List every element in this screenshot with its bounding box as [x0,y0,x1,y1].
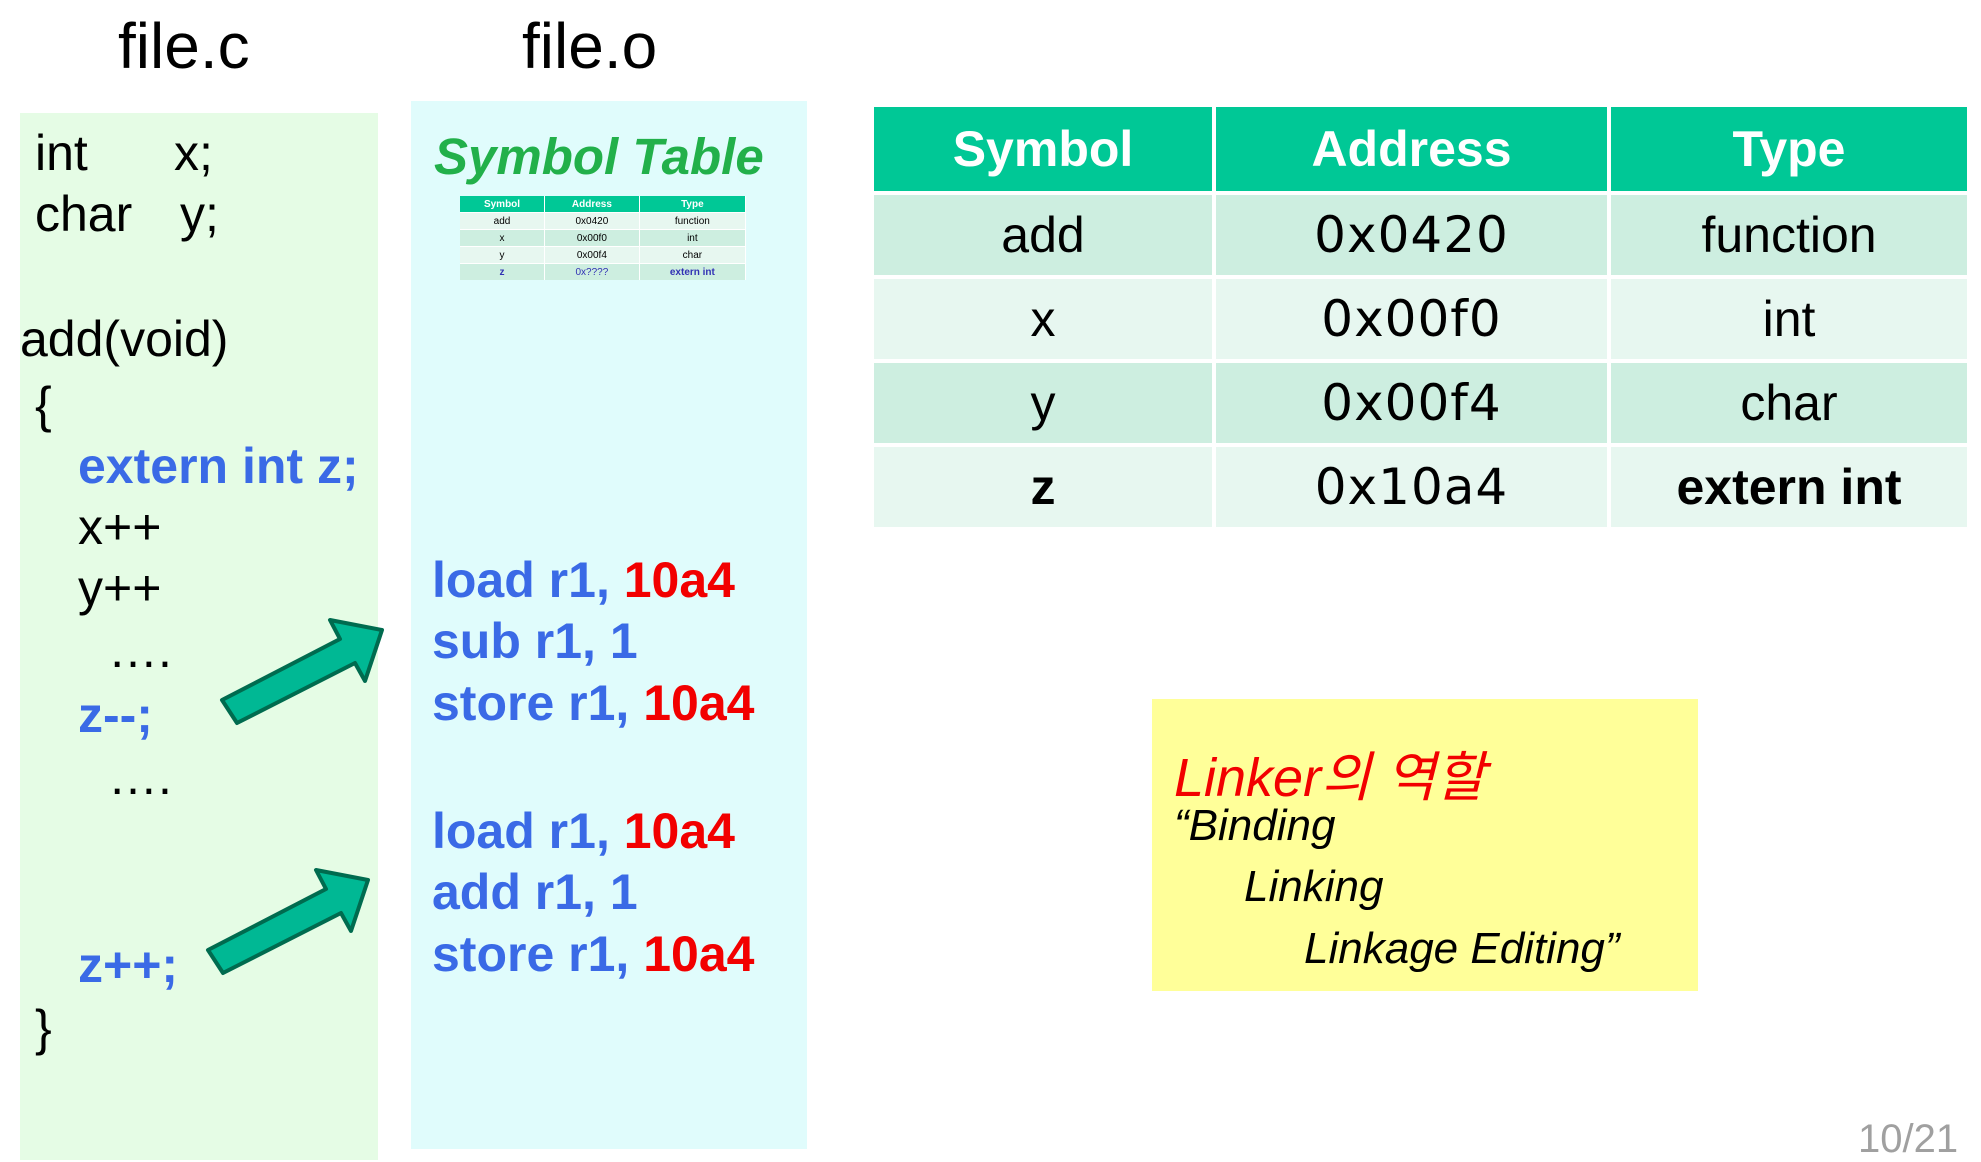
symbol-table: Symbol Address Type add 0x0420 function … [874,107,1967,527]
asm-address: 10a4 [623,803,735,859]
linker-role-note: Linker의 역할 “Binding Linking Linkage Edit… [1152,699,1698,991]
mini-cell: 0x00f0 [544,229,640,247]
mini-symbol-table: Symbol Address Type add 0x0420 function … [460,196,747,280]
asm-op: load r1, [432,552,624,608]
asm-line: load r1, 10a4 [432,806,735,856]
mini-header-symbol: Symbol [460,196,546,213]
table-row: add 0x0420 function [874,191,1967,277]
cell-type: function [1609,191,1967,277]
cell-type: char [1609,359,1967,445]
mini-cell: z [460,263,546,280]
file-c-title: file.c [118,10,250,82]
code-extern-decl: extern int z; [78,438,359,494]
mini-cell: int [639,229,747,247]
code-close-brace: } [35,1000,52,1056]
header-symbol: Symbol [874,107,1216,193]
note-line-linking: Linking [1244,862,1384,911]
code-decl-char: char [35,186,133,242]
code-z-increment: z++; [78,937,179,993]
mini-header-type: Type [639,196,747,213]
cell-address: 0x0420 [1214,191,1611,277]
mini-cell: extern int [639,263,747,280]
asm-op: store r1, [432,675,644,731]
asm-op: sub r1, 1 [432,613,638,669]
header-address: Address [1214,107,1611,193]
mini-cell: y [460,246,546,264]
asm-line: load r1, 10a4 [432,555,735,605]
code-ellipsis-2: …. [108,749,172,805]
asm-address: 10a4 [643,675,755,731]
cell-address: 0x00f0 [1214,275,1611,361]
mini-cell: x [460,229,546,247]
asm-address: 10a4 [623,552,735,608]
asm-line: store r1, 10a4 [432,929,754,979]
mini-table-row: z 0x???? extern int [460,263,747,280]
mini-cell: add [460,212,546,230]
page-number: 10/21 [1858,1117,1959,1161]
note-line-binding: “Binding [1174,801,1336,850]
file-c-panel [20,113,378,1160]
header-type: Type [1609,107,1967,193]
asm-address: 10a4 [643,926,755,982]
code-decl-y: y; [180,186,219,242]
mini-table-row: y 0x00f4 char [460,246,747,264]
table-row: y 0x00f4 char [874,359,1967,445]
cell-type: int [1609,275,1967,361]
mini-cell: char [639,246,747,264]
note-title: Linker의 역할 [1174,748,1486,808]
mini-header-address: Address [544,196,640,213]
mini-table-row: x 0x00f0 int [460,229,747,247]
cell-symbol: y [874,359,1216,445]
note-line-linkage-editing: Linkage Editing” [1304,924,1620,973]
asm-line: store r1, 10a4 [432,678,754,728]
code-y-increment: y++ [78,560,162,616]
code-z-decrement: z--; [78,687,153,743]
asm-line: sub r1, 1 [432,616,638,666]
cell-address: 0x00f4 [1214,359,1611,445]
code-decl-x: x; [174,125,213,181]
code-decl-int: int [35,125,88,181]
asm-line: add r1, 1 [432,867,638,917]
code-func-signature: add(void) [20,311,229,367]
mini-cell: 0x0420 [544,212,640,230]
cell-type: extern int [1609,443,1967,527]
mini-cell: function [639,212,747,230]
cell-symbol: z [874,443,1216,527]
mini-table-row: add 0x0420 function [460,212,747,230]
table-row: x 0x00f0 int [874,275,1967,361]
cell-symbol: x [874,275,1216,361]
file-o-title: file.o [522,10,658,82]
asm-op: store r1, [432,926,644,982]
code-open-brace: { [35,377,52,433]
table-row: z 0x10a4 extern int [874,443,1967,527]
code-x-increment: x++ [78,499,162,555]
symbol-table-heading: Symbol Table [434,128,764,185]
cell-symbol: add [874,191,1216,277]
mini-cell: 0x???? [544,263,640,280]
arrow-right-icon [206,868,370,975]
arrow-right-icon [220,618,384,725]
code-ellipsis-1: …. [108,622,172,678]
mini-cell: 0x00f4 [544,246,640,264]
asm-op: add r1, 1 [432,864,638,920]
cell-address: 0x10a4 [1214,443,1611,527]
asm-op: load r1, [432,803,624,859]
